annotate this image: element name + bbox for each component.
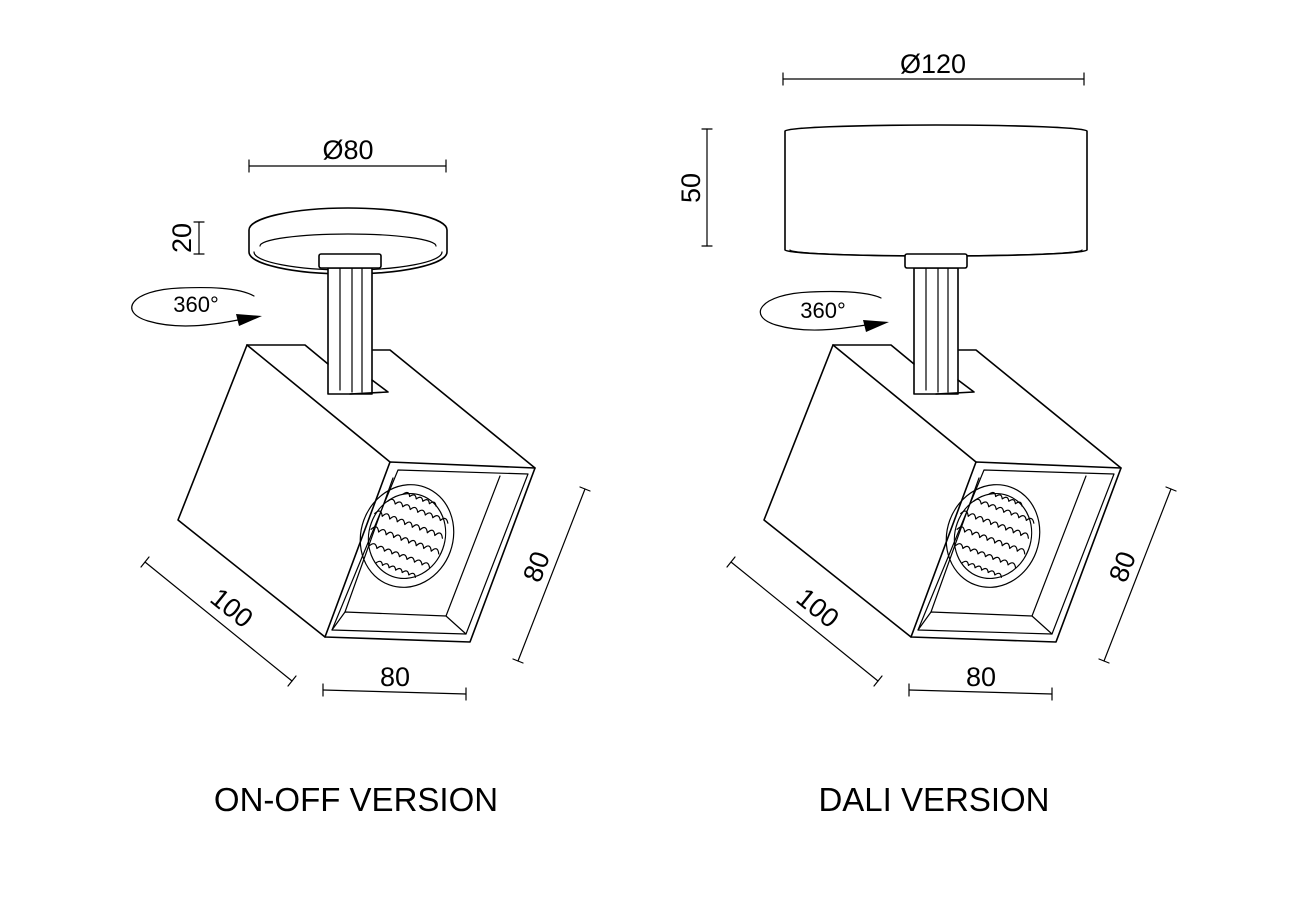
- dali-head-length-dimension: 100: [726, 556, 883, 687]
- dali-led-reflector-icon: [931, 470, 1055, 602]
- dali-head-width-dimension: 80: [908, 662, 1053, 701]
- dali-head-width-label: 80: [966, 662, 996, 692]
- rotation-label: 360°: [173, 292, 219, 317]
- head-length-dimension: 100: [140, 556, 297, 687]
- on-off-version-caption: ON-OFF VERSION: [214, 781, 498, 818]
- dali-rotation-label: 360°: [800, 298, 846, 323]
- dali-base-height-dimension: 50: [676, 128, 713, 247]
- base-diameter-label: Ø80: [322, 135, 373, 165]
- head-width-dimension: 80: [322, 662, 467, 701]
- dali-head-height-dimension: 80: [1098, 486, 1177, 664]
- dali-head-height-label: 80: [1103, 547, 1142, 586]
- dali-ceiling-base: [784, 124, 1088, 257]
- head-height-label: 80: [517, 547, 556, 586]
- dali-version-drawing: Ø120 50 360° 100 80: [676, 49, 1177, 818]
- dali-base-diameter-label: Ø120: [900, 49, 966, 79]
- dali-base-diameter-dimension: Ø120: [782, 49, 1085, 86]
- base-diameter-dimension: Ø80: [248, 135, 447, 173]
- head-width-label: 80: [380, 662, 410, 692]
- base-height-dimension: 20: [167, 221, 205, 255]
- dali-base-height-label: 50: [676, 173, 706, 203]
- head-length-label: 100: [205, 582, 259, 634]
- rotation-arrow-icon: 360°: [131, 286, 262, 327]
- head-height-dimension: 80: [512, 486, 591, 664]
- base-height-label: 20: [167, 223, 197, 253]
- on-off-version-drawing: Ø80 20 360° 100 80: [131, 135, 591, 818]
- dali-head-length-label: 100: [791, 582, 845, 634]
- led-reflector-icon: [345, 470, 469, 602]
- dali-version-caption: DALI VERSION: [818, 781, 1049, 818]
- dali-rotation-arrow-icon: 360°: [759, 290, 889, 332]
